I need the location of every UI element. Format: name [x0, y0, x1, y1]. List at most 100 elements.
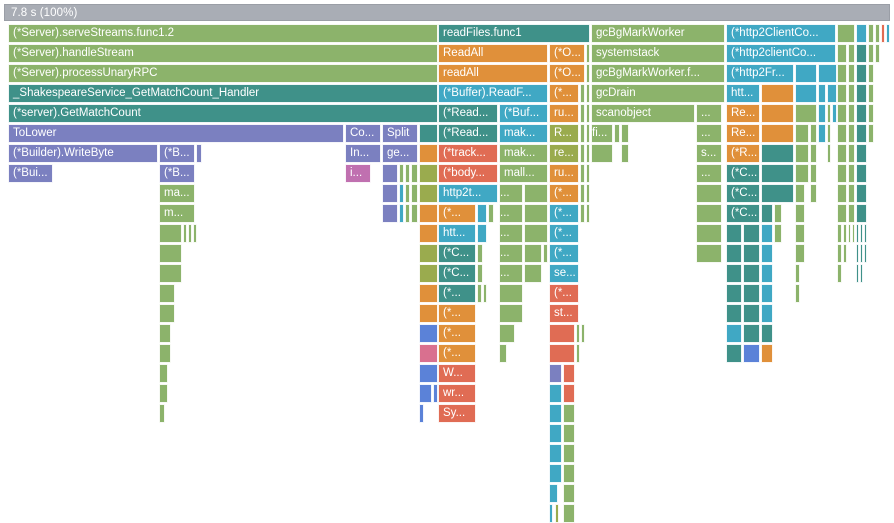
flame-frame[interactable] — [848, 124, 855, 143]
flame-frame[interactable]: ... — [696, 104, 722, 123]
flame-frame[interactable] — [580, 84, 585, 103]
flame-frame[interactable]: re... — [549, 144, 579, 163]
flame-frame[interactable] — [405, 204, 410, 223]
flame-frame[interactable] — [795, 244, 805, 263]
flame-frame[interactable]: mall... — [499, 164, 548, 183]
flame-frame[interactable]: gcBgMarkWorker — [591, 24, 725, 43]
flame-frame[interactable] — [419, 124, 438, 143]
flame-frame[interactable]: wr... — [438, 384, 476, 403]
flame-frame[interactable]: Re... — [726, 104, 760, 123]
flame-frame[interactable]: (*Read... — [438, 124, 498, 143]
flame-frame[interactable] — [419, 284, 438, 303]
flame-frame[interactable] — [743, 324, 760, 343]
flame-frame[interactable]: (*... — [438, 204, 476, 223]
flame-frame[interactable]: i... — [345, 164, 371, 183]
flame-frame[interactable] — [477, 224, 487, 243]
flame-frame[interactable]: (*... — [438, 324, 476, 343]
flame-frame[interactable] — [886, 24, 890, 43]
flame-frame[interactable] — [543, 244, 548, 263]
flame-frame[interactable]: ... — [499, 224, 523, 243]
flame-frame[interactable] — [419, 324, 438, 343]
flame-frame[interactable] — [837, 264, 842, 283]
flame-frame[interactable] — [576, 344, 580, 363]
flame-frame[interactable] — [621, 124, 629, 143]
flame-frame[interactable]: (*... — [549, 184, 579, 203]
flame-frame[interactable] — [159, 304, 175, 323]
flame-frame[interactable] — [818, 84, 826, 103]
flame-frame[interactable] — [860, 264, 863, 283]
flame-frame[interactable] — [860, 224, 863, 243]
flame-frame[interactable]: (*Buffer).ReadF... — [438, 84, 548, 103]
flame-frame[interactable] — [868, 84, 874, 103]
flame-frame[interactable] — [761, 324, 773, 343]
flame-frame[interactable]: (*http2Fr... — [726, 64, 794, 83]
flame-frame[interactable] — [159, 364, 168, 383]
flame-frame[interactable] — [761, 184, 794, 203]
flame-frame[interactable] — [696, 244, 722, 263]
flame-frame[interactable] — [581, 324, 585, 343]
flame-frame[interactable]: (*... — [549, 284, 579, 303]
flame-frame[interactable] — [419, 184, 438, 203]
flame-frame[interactable] — [837, 184, 847, 203]
flame-frame[interactable]: se... — [549, 264, 579, 283]
flame-frame[interactable] — [743, 264, 760, 283]
flame-frame[interactable] — [856, 84, 867, 103]
flame-frame[interactable] — [580, 144, 585, 163]
flame-frame[interactable] — [761, 304, 773, 323]
flame-frame[interactable] — [549, 484, 558, 503]
flame-frame[interactable] — [477, 264, 483, 283]
flame-frame[interactable] — [159, 344, 171, 363]
flame-frame[interactable] — [868, 64, 874, 83]
flame-frame[interactable]: (*O... — [549, 44, 585, 63]
flame-frame[interactable] — [488, 204, 494, 223]
flame-frame[interactable]: ... — [499, 204, 523, 223]
flame-frame[interactable] — [586, 104, 590, 123]
flame-frame[interactable] — [818, 104, 826, 123]
flame-frame[interactable] — [159, 324, 171, 343]
flame-frame[interactable]: (*Server).serveStreams.func1.2 — [8, 24, 438, 43]
flame-frame[interactable]: scanobject — [591, 104, 695, 123]
flame-frame[interactable]: ma... — [159, 184, 195, 203]
flame-frame[interactable] — [563, 364, 575, 383]
flame-frame[interactable] — [419, 404, 424, 423]
flame-frame[interactable] — [696, 184, 722, 203]
flame-frame[interactable]: systemstack — [591, 44, 725, 63]
flame-frame[interactable] — [159, 404, 165, 423]
flame-frame[interactable]: st... — [549, 304, 579, 323]
flame-frame[interactable] — [761, 84, 794, 103]
flame-frame[interactable] — [563, 444, 575, 463]
flame-frame[interactable]: (*track... — [438, 144, 498, 163]
flame-frame[interactable] — [586, 84, 590, 103]
flame-frame[interactable] — [399, 184, 404, 203]
flame-frame[interactable] — [852, 224, 855, 243]
flame-frame[interactable]: m... — [159, 204, 195, 223]
flame-frame[interactable] — [549, 464, 562, 483]
flame-frame[interactable] — [549, 344, 575, 363]
flame-frame[interactable] — [586, 144, 590, 163]
flame-frame[interactable] — [848, 64, 855, 83]
flame-frame[interactable]: (*C... — [726, 164, 760, 183]
flame-frame[interactable] — [856, 224, 859, 243]
flame-frame[interactable]: ru... — [549, 104, 579, 123]
flame-frame[interactable]: (*Server).handleStream — [8, 44, 438, 63]
flame-frame[interactable] — [843, 224, 847, 243]
flame-frame[interactable] — [696, 224, 722, 243]
flame-frame[interactable] — [795, 64, 817, 83]
flame-frame[interactable] — [524, 184, 548, 203]
flame-frame[interactable] — [795, 284, 800, 303]
flame-frame[interactable]: s... — [696, 144, 722, 163]
flame-frame[interactable]: gcBgMarkWorker.f... — [591, 64, 725, 83]
flame-frame[interactable] — [795, 224, 805, 243]
flame-frame[interactable] — [524, 244, 542, 263]
flame-frame[interactable] — [183, 224, 187, 243]
flame-frame[interactable]: ge... — [382, 144, 418, 163]
flame-frame[interactable]: (*... — [549, 224, 579, 243]
flame-frame[interactable] — [499, 284, 523, 303]
flame-frame[interactable] — [586, 184, 590, 203]
flame-frame[interactable]: gcDrain — [591, 84, 725, 103]
flame-frame[interactable]: fi... — [591, 124, 613, 143]
flame-frame[interactable] — [743, 344, 760, 363]
flame-frame[interactable] — [549, 404, 562, 423]
flame-frame[interactable] — [726, 304, 742, 323]
flame-frame[interactable] — [586, 204, 590, 223]
